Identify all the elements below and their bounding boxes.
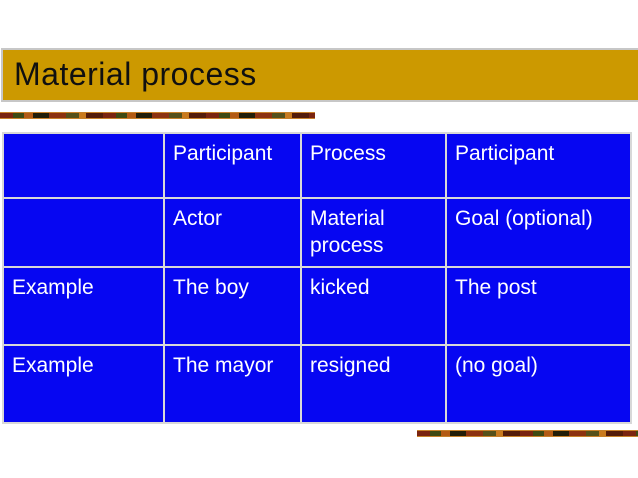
table-cell-material-process: Material process <box>300 197 447 268</box>
slide-title-bar: Material process <box>1 48 638 102</box>
table-cell: The boy <box>163 266 302 346</box>
table-header-participant-2: Participant <box>445 132 632 199</box>
table-cell: resigned <box>300 344 447 424</box>
table-cell-empty <box>2 197 165 268</box>
table-cell: The mayor <box>163 344 302 424</box>
table-cell-example-label: Example <box>2 266 165 346</box>
table-cell-goal: Goal (optional) <box>445 197 632 268</box>
table-cell-empty <box>2 132 165 199</box>
table-cell: (no goal) <box>445 344 632 424</box>
decorative-strip-top <box>0 112 315 119</box>
table-header-process: Process <box>300 132 447 199</box>
table-row: Participant Process Participant <box>2 132 632 199</box>
table-row: Example The mayor resigned (no goal) <box>2 344 632 424</box>
slide-title: Material process <box>14 55 257 92</box>
table-cell: kicked <box>300 266 447 346</box>
table-cell-actor: Actor <box>163 197 302 268</box>
decorative-strip-bottom <box>417 430 638 437</box>
table-row: Actor Material process Goal (optional) <box>2 197 632 268</box>
table-row: Example The boy kicked The post <box>2 266 632 346</box>
process-table: Participant Process Participant Actor Ma… <box>2 132 632 424</box>
table-cell-example-label: Example <box>2 344 165 424</box>
table-cell: The post <box>445 266 632 346</box>
table-header-participant-1: Participant <box>163 132 302 199</box>
